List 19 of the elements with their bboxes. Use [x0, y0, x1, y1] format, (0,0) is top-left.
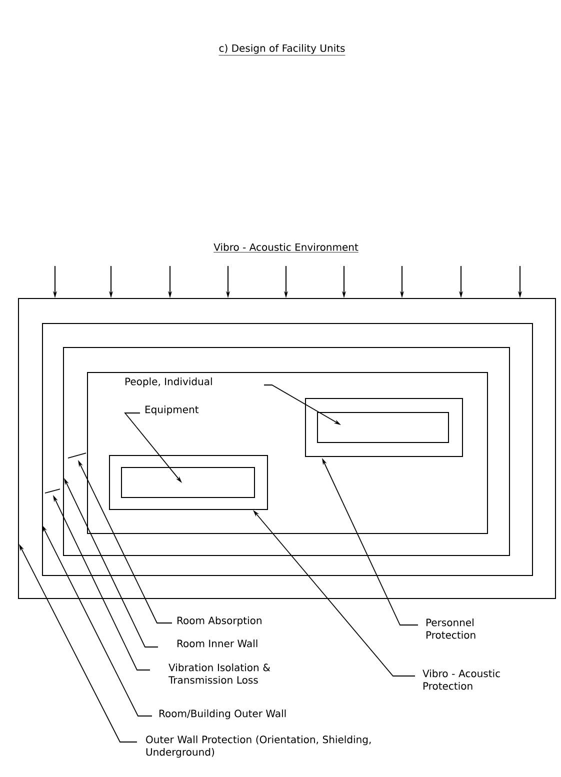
rectangle: [109, 455, 268, 510]
rectangle: [42, 323, 533, 576]
label-text: Room Absorption: [177, 616, 262, 626]
label-text: Room Inner Wall: [177, 640, 258, 648]
rectangle: [121, 467, 255, 498]
label-text: Personnel Protection: [426, 618, 476, 639]
title: c) Design of Facility Units: [218, 44, 346, 56]
label-text: Outer Wall Protection (Orientation, Shielding, Underground): [146, 736, 371, 758]
rectangle: [87, 372, 488, 534]
label-text: Equipment: [145, 406, 199, 416]
label-text: People, Individual: [125, 378, 212, 388]
rectangle: [317, 412, 449, 443]
label-text: Room/Building Outer Wall: [159, 710, 286, 720]
rectangle: [305, 398, 463, 457]
rectangle: [18, 298, 556, 599]
label-text: Vibration Isolation & Transmission Loss: [168, 664, 270, 684]
heading: Vibro - Acoustic Environment: [213, 243, 359, 252]
rectangle: [63, 347, 510, 556]
label-text: Vibro - Acoustic Protection: [422, 670, 500, 690]
